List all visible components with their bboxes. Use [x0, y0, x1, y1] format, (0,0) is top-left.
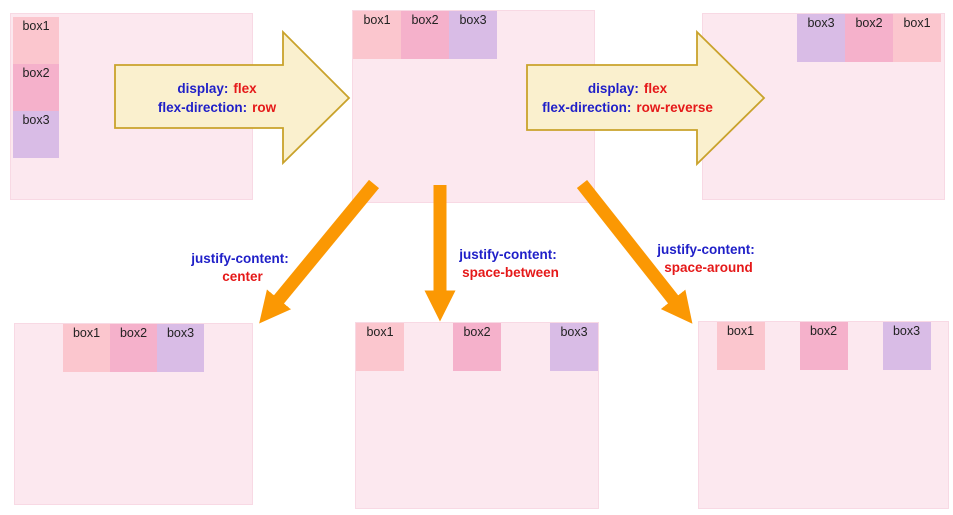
panel-justify-center: box1 box2 box3 [14, 323, 253, 505]
css-value: space-around [664, 260, 753, 275]
flex-box: box1 [63, 324, 110, 372]
flex-row-arrow-label: display: flex flex-direction: row [107, 79, 327, 117]
flex-box: box3 [882, 322, 931, 370]
flex-box: box2 [401, 11, 449, 59]
flex-box: box1 [893, 14, 941, 62]
flex-box: box2 [453, 323, 501, 371]
panel-justify-space-around: box1 box2 box3 [698, 321, 949, 509]
flex-box: box2 [799, 322, 848, 370]
css-property: justify-content: [657, 242, 755, 257]
justify-space-around-label: justify-content: space-around [616, 241, 796, 277]
flex-box: box3 [157, 324, 204, 372]
css-value: row-reverse [636, 100, 713, 115]
flex-box: box1 [353, 11, 401, 59]
justify-space-between-label: justify-content: space-between [418, 246, 598, 282]
css-value: flex [643, 81, 668, 96]
flex-box: box3 [449, 11, 497, 59]
css-value: center [222, 269, 263, 284]
panel-justify-space-between: box1 box2 box3 [355, 322, 599, 509]
flex-box: box2 [110, 324, 157, 372]
flex-box: box3 [550, 323, 598, 371]
flex-box: box1 [356, 323, 404, 371]
css-property: flex-direction: [542, 100, 632, 115]
flex-box: box1 [13, 17, 59, 64]
css-value: row [252, 100, 277, 115]
flex-box: box3 [13, 111, 59, 158]
flex-box: box1 [716, 322, 765, 370]
css-property: flex-direction: [157, 100, 248, 115]
css-property: justify-content: [459, 247, 557, 262]
css-property: display: [177, 81, 229, 96]
justify-center-label: justify-content: center [150, 250, 330, 286]
flex-box: box2 [845, 14, 893, 62]
flex-box: box2 [13, 64, 59, 111]
css-property: display: [587, 81, 639, 96]
flex-box: box3 [797, 14, 845, 62]
flex-row-reverse-arrow-label: display: flex flex-direction: row-reverse [510, 79, 745, 117]
css-value: space-between [462, 265, 559, 280]
css-property: justify-content: [191, 251, 289, 266]
css-value: flex [233, 81, 257, 96]
